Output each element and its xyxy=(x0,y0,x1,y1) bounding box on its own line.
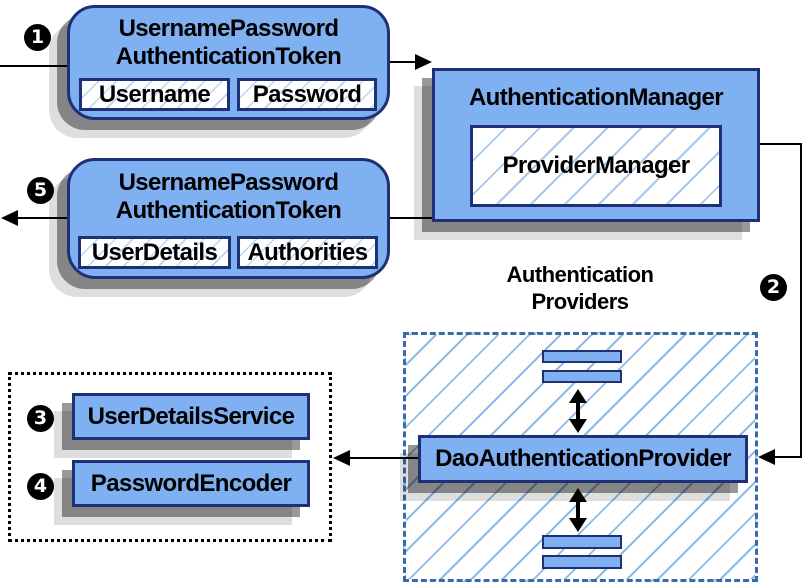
manager-to-response-line xyxy=(390,217,432,219)
authentication-manager-node: AuthenticationManager ProviderManager xyxy=(432,68,760,222)
userdetails-field-label: UserDetails xyxy=(91,238,218,266)
authorities-field-label: Authorities xyxy=(247,238,368,266)
request-token-title-line1: UsernamePassword xyxy=(118,15,339,42)
providers-heading: Authentication Providers xyxy=(460,261,700,315)
password-encoder-label: PasswordEncoder xyxy=(90,469,292,497)
other-provider-bar xyxy=(542,535,622,549)
step-3-badge: 3 xyxy=(27,405,54,432)
request-to-manager-line xyxy=(390,61,418,63)
services-group: UserDetailsService PasswordEncoder xyxy=(8,372,332,542)
arrowhead-right-icon xyxy=(415,54,432,70)
response-token-title: UsernamePassword AuthenticationToken xyxy=(70,169,387,225)
response-outgoing-line xyxy=(15,217,67,219)
provider-manager-node: ProviderManager xyxy=(470,125,722,207)
username-field-label: Username xyxy=(98,80,211,108)
username-field-box: Username xyxy=(79,78,230,111)
dao-authentication-provider-node: DaoAuthenticationProvider xyxy=(418,435,748,483)
providers-heading-line1: Authentication xyxy=(506,262,655,287)
other-provider-bar xyxy=(542,370,622,383)
double-arrow-icon xyxy=(569,389,587,433)
double-arrow-icon xyxy=(569,488,587,532)
response-token-node: UsernamePassword AuthenticationToken Use… xyxy=(67,158,390,279)
request-token-title-line2: AuthenticationToken xyxy=(115,43,342,70)
provider-to-services-line xyxy=(347,457,418,459)
response-token-title-line1: UsernamePassword xyxy=(118,169,339,196)
request-token-node: UsernamePassword AuthenticationToken Use… xyxy=(67,5,390,120)
dao-authentication-provider-label: DaoAuthenticationProvider xyxy=(435,445,731,472)
response-token-title-line2: AuthenticationToken xyxy=(115,197,342,224)
manager-to-provider-line-vertical xyxy=(800,143,802,458)
request-token-title: UsernamePassword AuthenticationToken xyxy=(70,15,387,71)
user-details-service-label: UserDetailsService xyxy=(87,402,295,430)
other-provider-bar xyxy=(542,350,622,363)
arrowhead-left-icon xyxy=(1,210,18,226)
provider-manager-label: ProviderManager xyxy=(502,152,690,179)
incoming-request-line xyxy=(0,65,67,67)
user-details-service-node: UserDetailsService xyxy=(72,393,310,440)
manager-to-provider-line-top xyxy=(760,143,802,145)
password-encoder-node: PasswordEncoder xyxy=(72,460,310,507)
authentication-providers-group: DaoAuthenticationProvider xyxy=(403,332,758,582)
arrowhead-left-icon xyxy=(758,449,775,465)
password-field-box: Password xyxy=(237,78,377,111)
arrowhead-left-icon xyxy=(333,450,350,466)
step-4-badge: 4 xyxy=(27,473,54,500)
password-field-label: Password xyxy=(252,80,362,108)
step-1-badge: 1 xyxy=(24,24,51,51)
step-2-badge: 2 xyxy=(760,274,787,301)
authentication-manager-title: AuthenticationManager xyxy=(468,84,724,111)
providers-heading-line2: Providers xyxy=(531,289,630,314)
authorities-field-box: Authorities xyxy=(237,236,378,269)
manager-to-provider-line-bottom xyxy=(773,456,802,458)
other-provider-bar xyxy=(542,555,622,569)
userdetails-field-box: UserDetails xyxy=(78,236,231,269)
step-5-badge: 5 xyxy=(27,177,54,204)
